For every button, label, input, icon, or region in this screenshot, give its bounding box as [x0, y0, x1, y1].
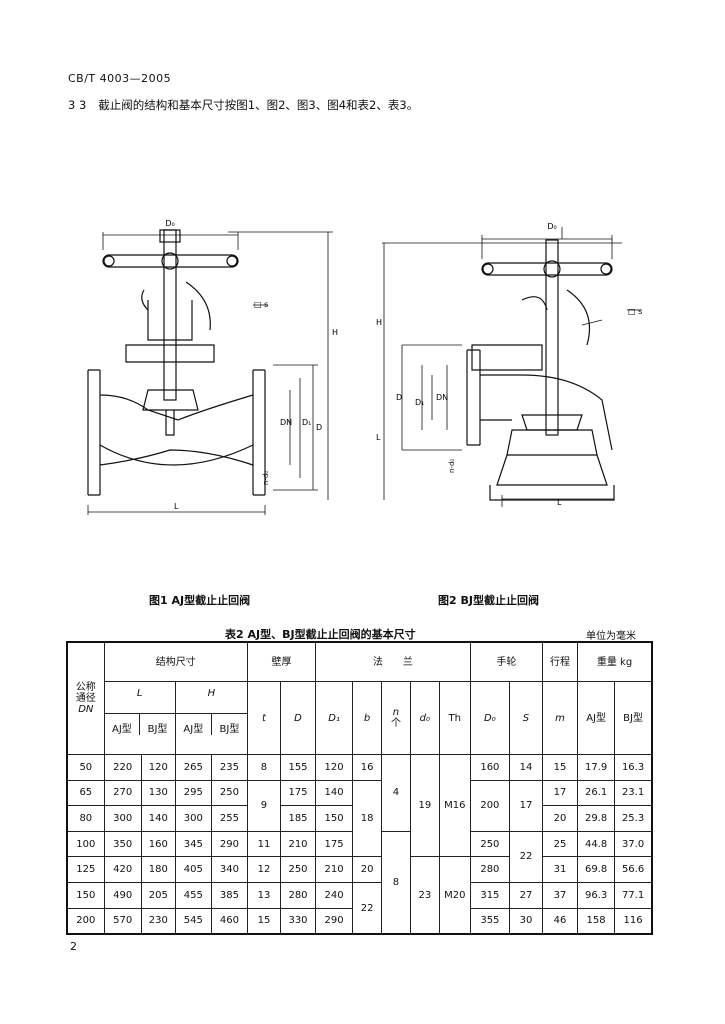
page-number: 2: [70, 940, 77, 953]
header-t: t: [246, 681, 281, 755]
header-d: D: [279, 681, 317, 755]
fig2-label-l1: L: [376, 433, 381, 442]
header-stroke: 行程: [541, 641, 579, 682]
fig2-label-h: H: [376, 318, 382, 327]
clause-number: 3 3: [68, 98, 87, 112]
fig1-label-nd: n-d₀: [262, 471, 270, 485]
header-s: S: [508, 681, 543, 755]
fig1-label-d: D: [316, 423, 322, 432]
header-handwheel: 手轮: [469, 641, 543, 682]
fig1-label-d0: D₀: [165, 219, 174, 228]
clause-text: 截止阀的结构和基本尺寸按图1、图2、图3、图4和表2、表3。: [98, 98, 419, 112]
table-caption: 表2 AJ型、BJ型截止止回阀的基本尺寸: [225, 628, 416, 641]
fig1-label-dn: DN: [280, 418, 292, 427]
header-handwheel-d0: D₀: [469, 681, 510, 755]
header-h: H AJ型 BJ型: [174, 681, 248, 755]
fig1-label-h: H: [332, 328, 338, 337]
fig2-label-d1: D₁: [415, 398, 424, 407]
header-structure: 结构尺寸: [103, 641, 248, 682]
header-aj-weight: AJ型: [577, 681, 616, 755]
fig2-label-dn: DN: [436, 393, 448, 402]
header-flange: 法 兰: [315, 641, 471, 682]
fig2-label-l2: L: [557, 498, 562, 507]
fig2-label-s: □ s: [628, 307, 642, 316]
header-d1: D₁: [315, 681, 354, 755]
figure-2-caption: 图2 BJ型截止止回阀: [438, 594, 539, 607]
fig2-label-d: D: [396, 393, 402, 402]
header-bj-weight: BJ型: [614, 681, 653, 755]
header-weight: 重量 kg: [577, 641, 653, 682]
figure-1-aj-valve-drawing: D₀ □ s H L D D₁ DN n-d₀: [87, 219, 338, 515]
header-l: L AJ型 BJ型: [103, 681, 176, 755]
fig2-label-d0: D₀: [547, 222, 556, 231]
header-wall: 壁厚: [246, 641, 317, 682]
header-b: b: [352, 681, 383, 755]
header-d0: d₀: [409, 681, 440, 755]
header-th: Th: [438, 681, 471, 755]
intro-paragraph: 3 3 截止阀的结构和基本尺寸按图1、图2、图3、图4和表2、表3。: [68, 97, 418, 113]
fig1-label-d1: D₁: [302, 418, 311, 427]
header-m: m: [541, 681, 579, 755]
standard-header: CB/T 4003—2005: [68, 72, 172, 85]
figure-2-bj-valve-drawing: D₀ □ s H L L D D₁ DN n-d₀: [376, 222, 642, 507]
fig2-label-nd: n-d₀: [448, 459, 456, 473]
table-unit: 单位为毫米: [586, 631, 636, 642]
figure-1-caption: 图1 AJ型截止止回阀: [149, 594, 251, 607]
fig1-label-s: □ s: [254, 300, 268, 309]
fig1-label-l: L: [174, 502, 179, 511]
